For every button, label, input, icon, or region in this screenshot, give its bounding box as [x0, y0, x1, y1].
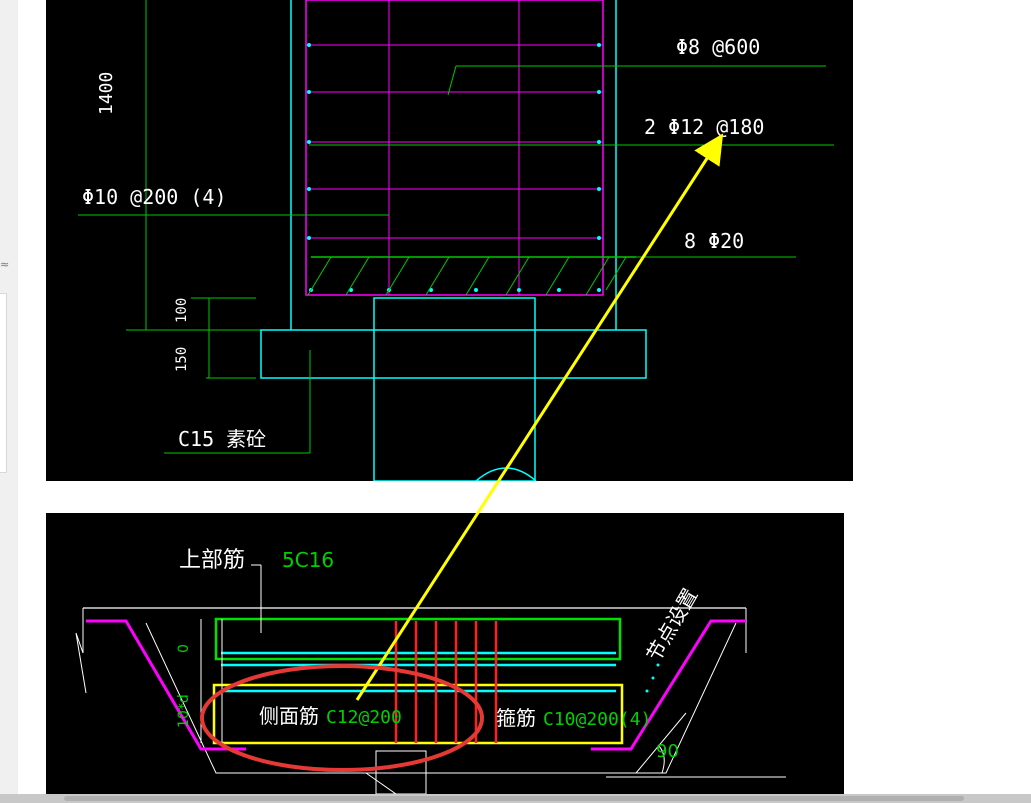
sidebar-glyph: ≈ — [0, 258, 10, 271]
value-side-rebar: C12@200 — [326, 707, 402, 728]
value-stirrup: C10@200(4) — [543, 709, 651, 730]
dim-zero: 0 — [176, 644, 192, 653]
annotation-ellipse — [200, 664, 484, 772]
label-top-rebar: 上部筋 — [179, 548, 245, 573]
label-bottom-bars: 8 Φ20 — [684, 229, 744, 253]
scrollbar-thumb[interactable] — [64, 796, 964, 801]
dim-height-text: 1400 — [96, 72, 117, 115]
label-stirrup: 箍筋 — [496, 706, 536, 730]
horizontal-scrollbar[interactable] — [0, 794, 1031, 803]
dim-150-text: 150 — [174, 347, 190, 372]
label-concrete: C15 素砼 — [178, 427, 266, 451]
footing-block — [260, 329, 647, 379]
label-stirrup-upper: Φ8 @600 — [676, 35, 760, 59]
dim-10d: 10*d — [176, 694, 192, 728]
label-stirrup-main: Φ10 @200 (4) — [82, 185, 227, 209]
top-rebar-box — [214, 617, 622, 661]
value-top-rebar: 5C16 — [282, 548, 334, 572]
bottom-rebar-box — [212, 683, 624, 745]
annotation-arrow — [355, 133, 724, 701]
sidebar-panel — [0, 293, 7, 473]
label-side-rebar: 侧面筋 — [259, 704, 319, 728]
cad-section-drawing: 1400 Φ8 @600 2 Φ12 @ — [46, 0, 853, 481]
dim-100-text: 100 — [174, 298, 190, 323]
label-angle: 90 — [656, 741, 679, 762]
cad-node-drawing: 上部筋 5C16 侧面筋 C12@200 箍筋 C10@200(4) 节点设置 … — [46, 513, 844, 794]
pile-cap — [373, 297, 536, 481]
rebar-cage — [305, 0, 604, 296]
left-sidebar-strip: ≈ — [0, 0, 18, 803]
